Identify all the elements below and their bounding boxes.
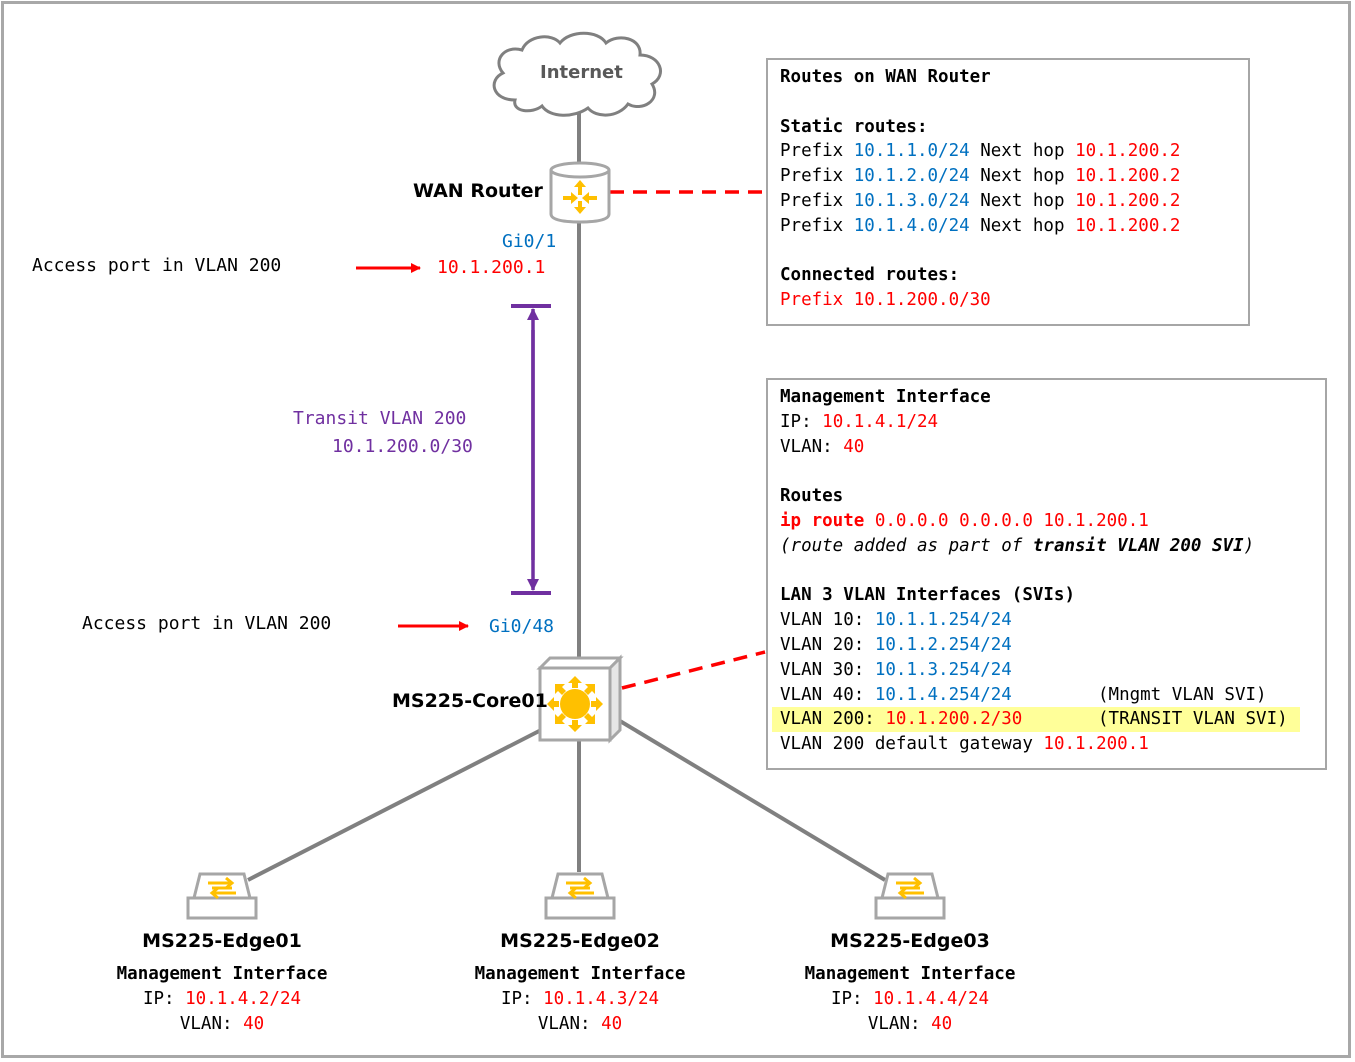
cloud-icon <box>492 31 662 117</box>
edge-mgmt-vlan: VLAN: 40 <box>537 1013 623 1034</box>
core-route-note: (route added as part of transit VLAN 200… <box>780 535 1255 556</box>
transit-vlan-title: Transit VLAN 200 <box>293 408 467 429</box>
edge-mgmt-vlan: VLAN: 40 <box>867 1013 953 1034</box>
router-port-label: Gi0/1 <box>502 231 557 252</box>
edge-mgmt-ip: IP: 10.1.4.4/24 <box>830 988 990 1009</box>
link-core-edge03 <box>613 716 887 882</box>
core-port-label: Gi0/48 <box>489 616 555 637</box>
static-route-row: Prefix 10.1.3.0/24 Next hop 10.1.200.2 <box>780 190 1181 211</box>
edge-mgmt-vlan: VLAN: 40 <box>179 1013 265 1034</box>
edge-switch-label: MS225-Edge02 <box>500 930 660 952</box>
connected-route: Prefix 10.1.200.0/30 <box>780 290 991 311</box>
edge-mgmt-title: Management Interface <box>804 964 1016 984</box>
static-routes-title: Static routes: <box>780 116 928 137</box>
callout-core-box <box>621 650 766 690</box>
svi-row: VLAN 20: 10.1.2.254/24 <box>780 634 1012 655</box>
switch-icon <box>544 872 616 920</box>
edge-switch-label: MS225-Edge03 <box>830 930 990 952</box>
access-port-bottom-label: Access port in VLAN 200 <box>82 613 332 634</box>
core-routes-title: Routes <box>780 486 844 507</box>
switch-icon <box>186 872 258 920</box>
wan-routes-title: Routes on WAN Router <box>780 67 991 87</box>
core-mgmt-ip: IP: 10.1.4.1/24 <box>780 411 939 432</box>
static-route-row: Prefix 10.1.4.0/24 Next hop 10.1.200.2 <box>780 215 1181 236</box>
edge-mgmt-ip: IP: 10.1.4.2/24 <box>142 988 302 1009</box>
transit-svi-row: VLAN 200: 10.1.200.2/30(TRANSIT VLAN SVI… <box>772 707 1300 733</box>
core-default-route: ip route 0.0.0.0 0.0.0.0 10.1.200.1 <box>780 510 1149 531</box>
svi-row: VLAN 10: 10.1.1.254/24 <box>780 610 1012 631</box>
wan-routes-panel: Routes on WAN Router Static routes: Pref… <box>766 58 1250 326</box>
transit-vlan-span <box>511 304 551 595</box>
static-route-row: Prefix 10.1.2.0/24 Next hop 10.1.200.2 <box>780 166 1181 187</box>
svi-row: VLAN 40: 10.1.4.254/24(Mngmt VLAN SVI) <box>780 684 1267 705</box>
core-info-panel: Management Interface IP: 10.1.4.1/24 VLA… <box>766 378 1327 770</box>
access-port-top-label: Access port in VLAN 200 <box>32 255 282 276</box>
core-mgmt-vlan: VLAN: 40 <box>780 436 865 457</box>
router-icon <box>549 161 611 224</box>
edge-switch-label: MS225-Edge01 <box>142 930 302 952</box>
connected-routes-title: Connected routes: <box>780 265 960 286</box>
layer3-switch-icon <box>536 654 624 744</box>
edge-mgmt-ip: IP: 10.1.4.3/24 <box>500 988 660 1009</box>
edge-mgmt-title: Management Interface <box>474 964 686 984</box>
static-route-row: Prefix 10.1.1.0/24 Next hop 10.1.200.2 <box>780 141 1181 162</box>
svi-default-gateway: VLAN 200 default gateway 10.1.200.1 <box>780 734 1149 755</box>
core-switch-label: MS225-Core01 <box>392 690 548 712</box>
internet-label: Internet <box>540 62 623 83</box>
svi-row: VLAN 30: 10.1.3.254/24 <box>780 659 1012 680</box>
edge-mgmt-title: Management Interface <box>116 964 328 984</box>
switch-icon <box>874 872 946 920</box>
core-mgmt-title: Management Interface <box>780 387 991 407</box>
wan-router-label: WAN Router <box>413 180 543 202</box>
link-core-edge01 <box>247 726 546 882</box>
transit-vlan-subnet: 10.1.200.0/30 <box>332 436 473 457</box>
router-ip-label: 10.1.200.1 <box>437 257 546 278</box>
svi-title: LAN 3 VLAN Interfaces (SVIs) <box>780 585 1076 606</box>
